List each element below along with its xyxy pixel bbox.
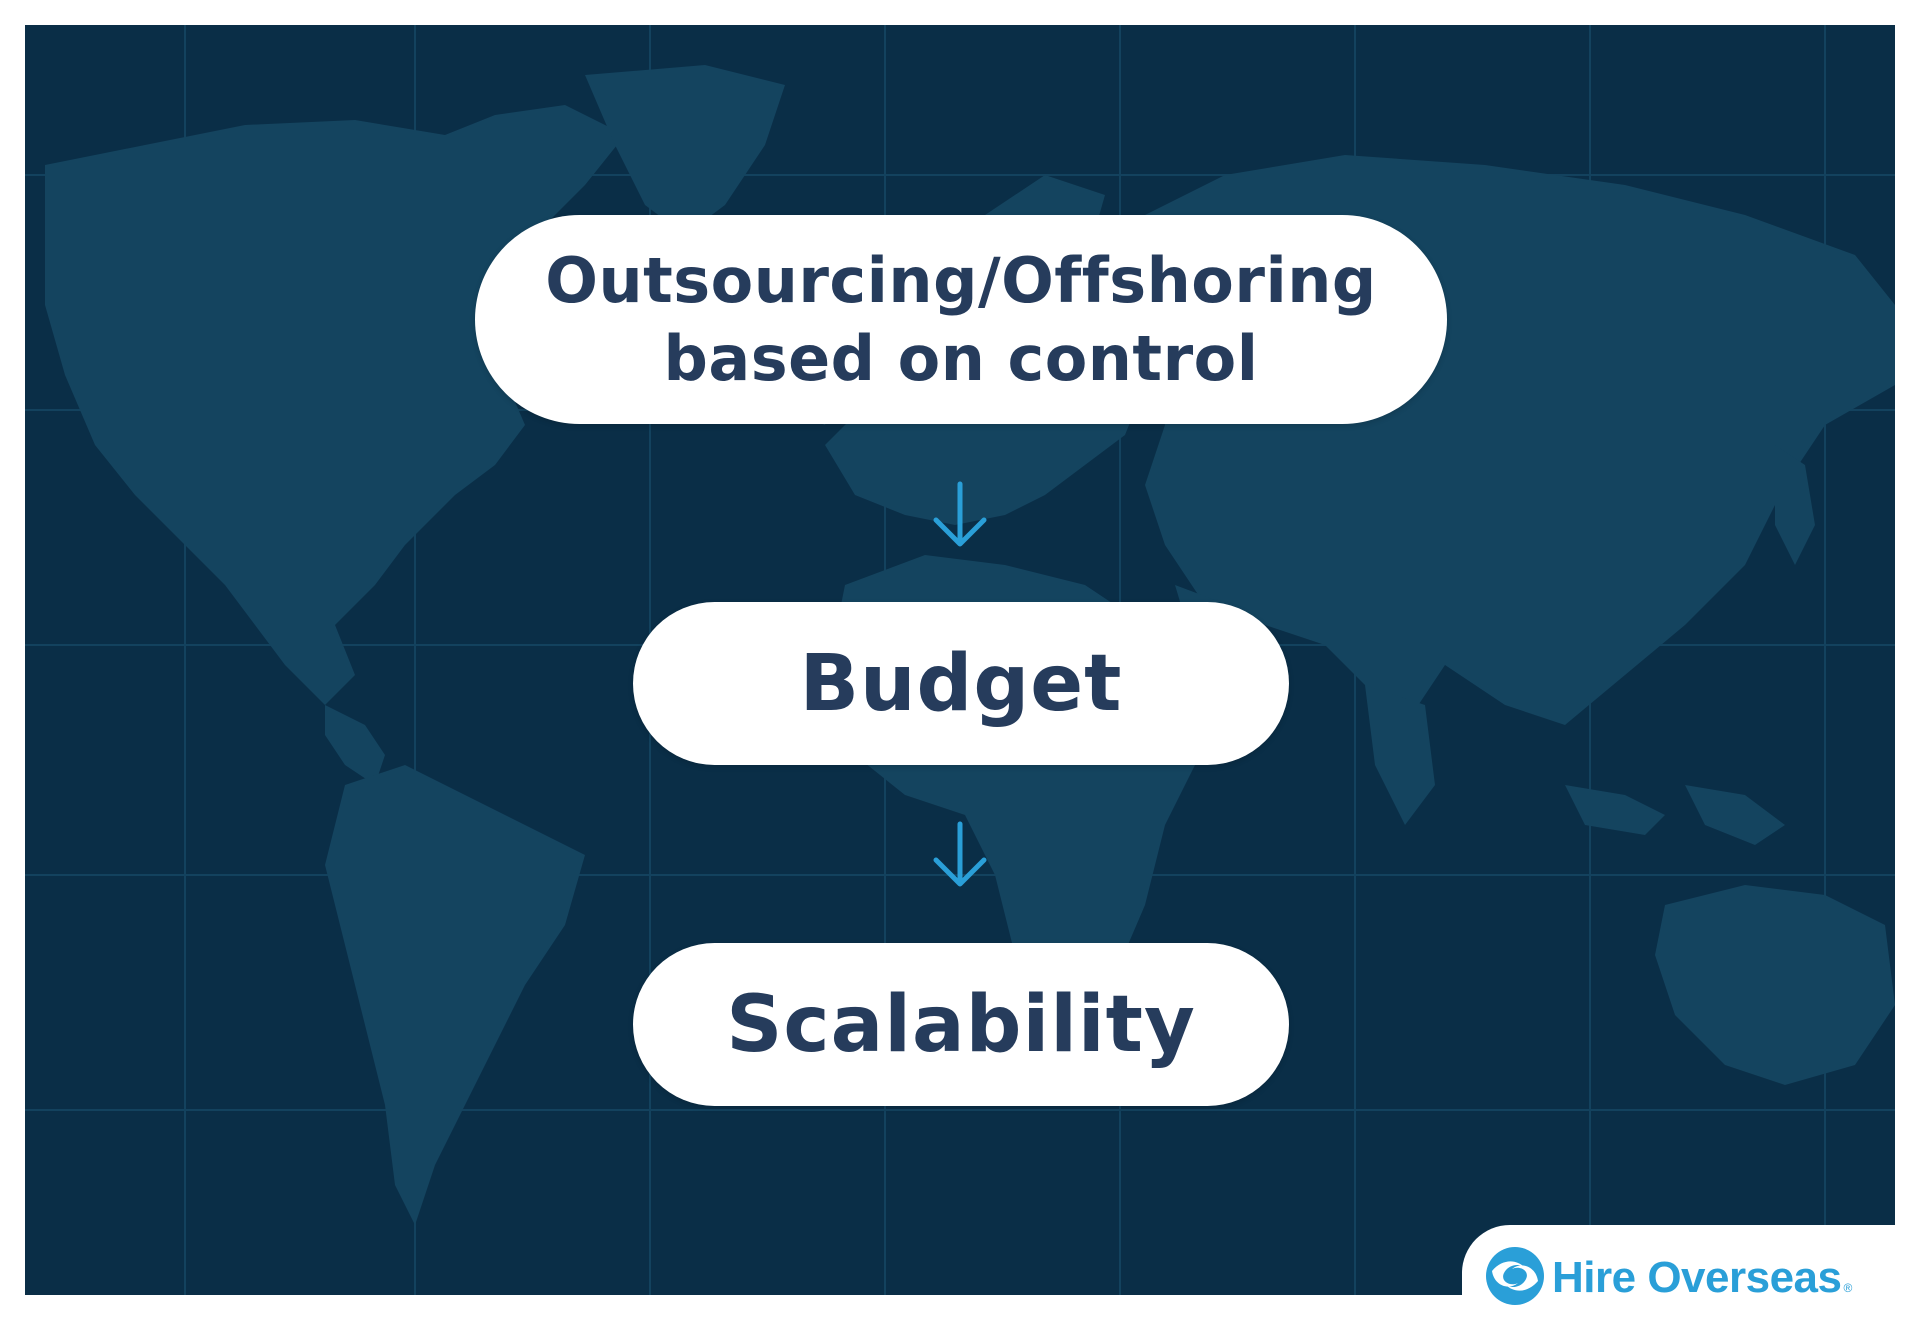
arrow-down-icon [933, 481, 987, 547]
step-3-title: Scalability [726, 979, 1196, 1070]
registered-mark: ® [1843, 1280, 1853, 1295]
brand-logo: Hire Overseas ® [1462, 1225, 1895, 1320]
step-budget: Budget [633, 602, 1289, 765]
step-scalability: Scalability [633, 943, 1289, 1106]
brand-name: Hire Overseas [1552, 1252, 1842, 1302]
world-map [25, 25, 1895, 1295]
world-map-background: Outsourcing/Offshoring based on control … [25, 25, 1895, 1295]
step-2-title: Budget [799, 638, 1123, 729]
step-1-title-line-1: Outsourcing/Offshoring [545, 243, 1377, 317]
continents [45, 65, 1895, 1225]
step-outsourcing-offshoring: Outsourcing/Offshoring based on control [475, 215, 1447, 424]
arrow-down-icon [933, 821, 987, 887]
step-1-title-line-2: based on control [663, 321, 1259, 395]
wave-logo-icon [1486, 1246, 1544, 1305]
